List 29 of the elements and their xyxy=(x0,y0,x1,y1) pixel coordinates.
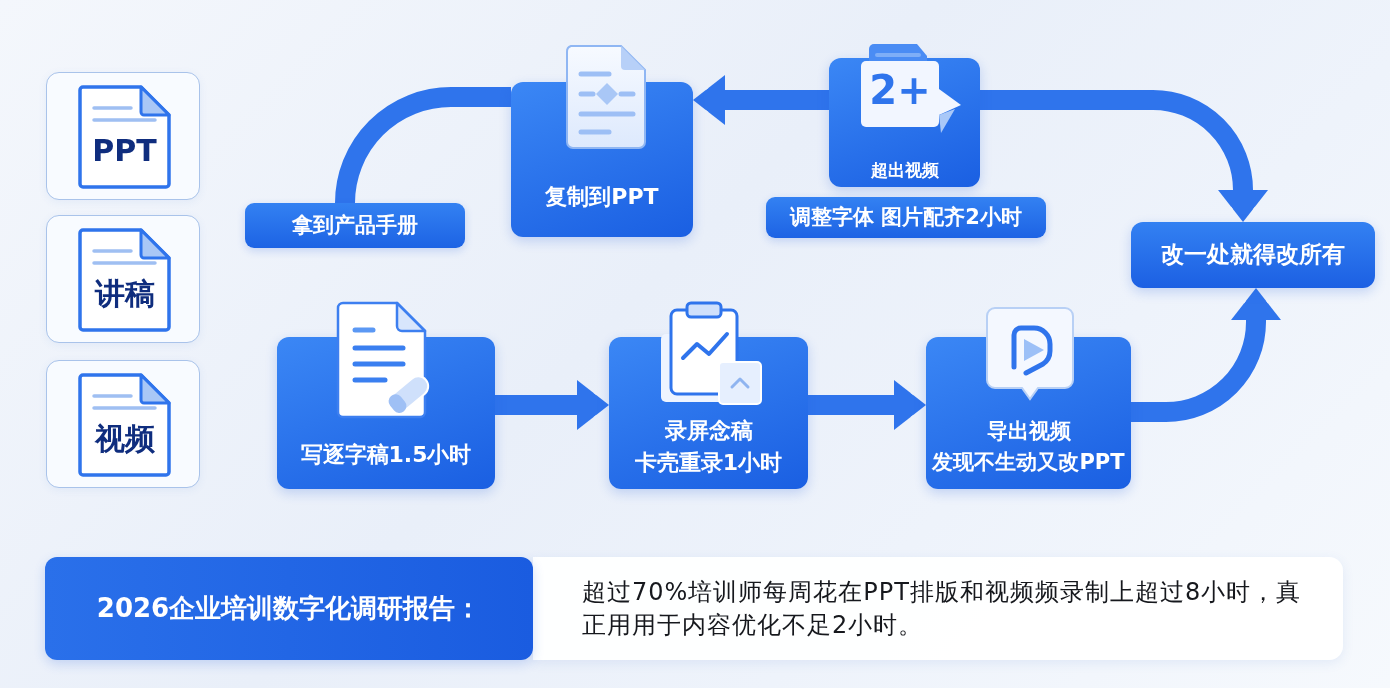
label-pill xyxy=(245,203,465,248)
label-pill xyxy=(766,197,1046,238)
report-title: 2026企业培训数字化调研报告： xyxy=(96,592,482,625)
arrow xyxy=(495,380,609,430)
step-caption: 录屏念稿 xyxy=(664,417,753,446)
note-panel xyxy=(533,557,1343,660)
document-label: 讲稿 xyxy=(93,276,156,312)
step-caption: 写逐字稿1.5小时 xyxy=(300,441,472,470)
report-summary: 超过70%培训师每周花在PPT排版和视频频录制上超过8小时，真正用用于内容优化不足2小时。 xyxy=(582,577,1303,641)
step-label: 拿到产品手册 xyxy=(292,212,418,239)
heading-banner xyxy=(45,557,533,660)
step-caption: 发现不生动又改PPT xyxy=(932,448,1125,476)
document-label: 视频 xyxy=(93,421,156,457)
document-card xyxy=(46,72,200,200)
document-label: PPT xyxy=(91,133,158,169)
arrow xyxy=(693,75,829,125)
step-caption: 超出视频 xyxy=(870,159,939,183)
arrow xyxy=(980,90,1268,222)
step-label: 调整字体 图片配齐2小时 xyxy=(790,204,1022,231)
step-caption: 导出视频 xyxy=(986,418,1071,446)
arrow xyxy=(808,380,926,430)
document-card xyxy=(46,360,200,488)
badge-number: 2+ xyxy=(868,66,932,115)
arrow xyxy=(1131,288,1281,422)
result-box xyxy=(1131,222,1375,288)
step-caption: 复制到PPT xyxy=(545,183,659,212)
step-caption: 卡壳重录1小时 xyxy=(634,449,783,478)
document-card xyxy=(46,215,200,343)
step-label: 改一处就得改所有 xyxy=(1161,241,1345,269)
